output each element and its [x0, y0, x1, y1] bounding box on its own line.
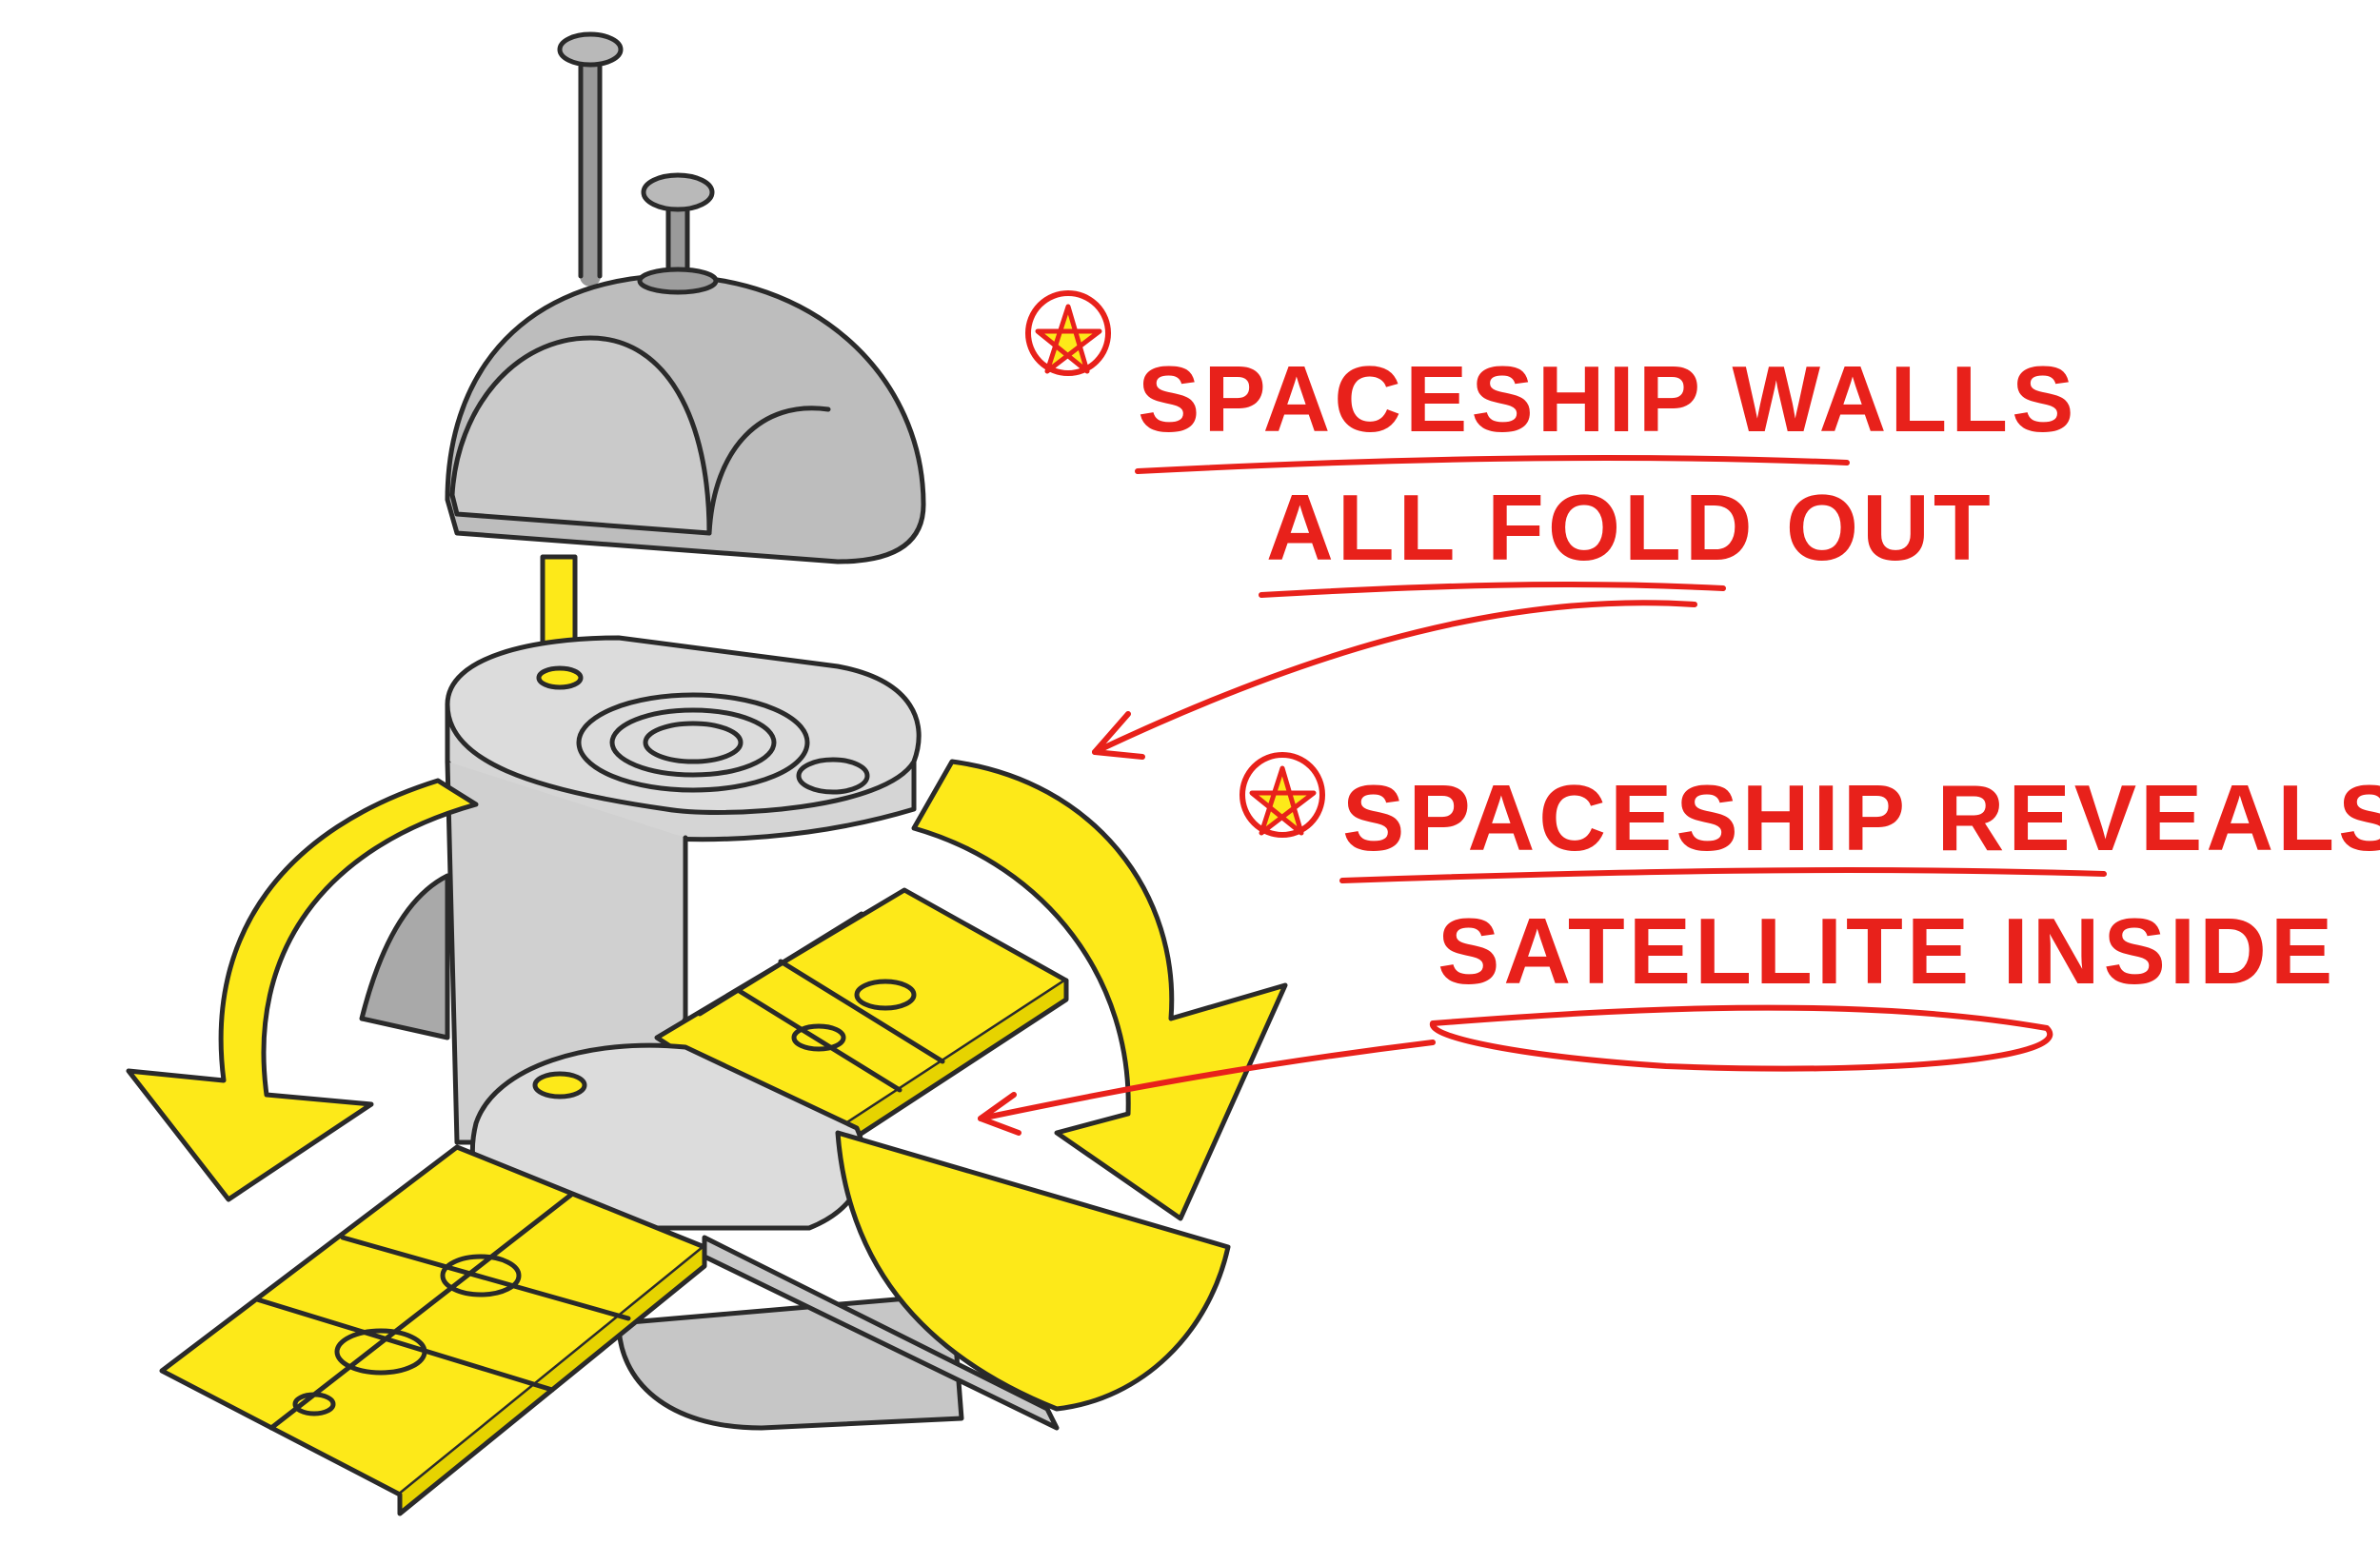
solar-panel-top	[654, 887, 1069, 1164]
arrow-to-satellite	[978, 1040, 1436, 1136]
arrow-to-deck	[1092, 600, 1697, 760]
dome	[445, 267, 926, 565]
star-marker-1	[1025, 290, 1111, 376]
fold-arrow-left	[126, 778, 479, 1202]
underline-note1-line2	[1259, 582, 1726, 598]
annotation-satellite-line1: SPACESHIP REVEALS	[1342, 765, 2380, 870]
underline-note1-line1	[1135, 454, 1850, 474]
solar-panel-bottom	[159, 1144, 707, 1516]
annotation-walls-line2: ALL FOLD OUT	[1266, 475, 1994, 580]
antenna-short	[641, 172, 715, 291]
underline-note2-line1	[1339, 867, 2107, 883]
annotation-walls-line1: SPACESHIP WALLS	[1138, 347, 2078, 451]
star-marker-2	[1240, 752, 1325, 838]
antenna-tall	[557, 31, 624, 287]
fold-arrow-right	[911, 759, 1288, 1221]
half-pipe-wall	[702, 1130, 1231, 1431]
annotation-satellite-line2: SATELLITE INSIDE	[1438, 899, 2337, 1003]
underline-note2-line2	[1429, 1004, 2053, 1072]
